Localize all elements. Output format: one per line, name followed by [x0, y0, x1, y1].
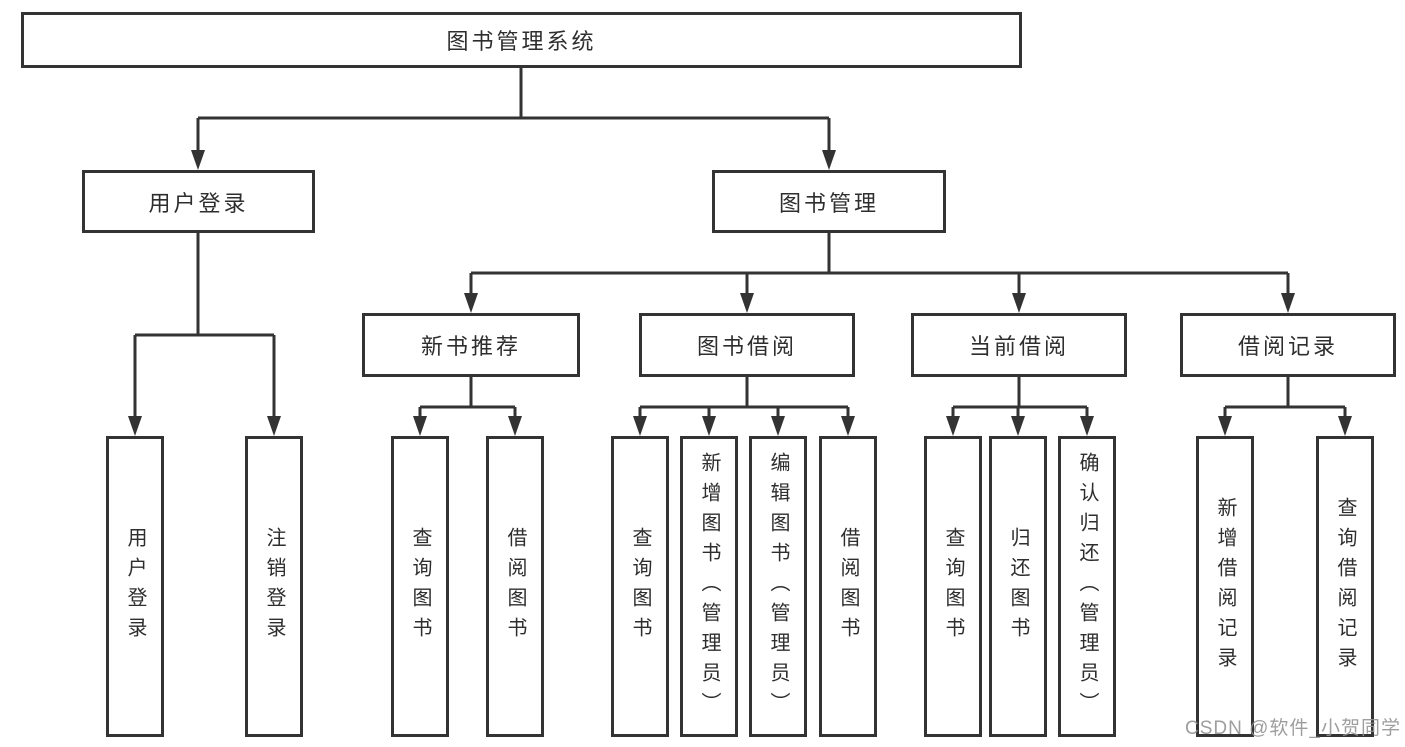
leaf-add-books-admin: 新增图书（管理员）: [680, 436, 738, 737]
leaf-borrow-books-recommend-label: 借阅图书: [504, 526, 526, 647]
leaf-edit-books-admin-label: 编辑图书（管理员）: [767, 451, 789, 722]
node-book-management-label: 图书管理: [778, 190, 879, 216]
leaf-query-borrow-record-label: 查询借阅记录: [1334, 496, 1356, 677]
leaf-query-borrow-record: 查询借阅记录: [1316, 436, 1374, 737]
node-user-login: 用户登录: [82, 170, 315, 233]
node-book-borrowing-label: 图书借阅: [696, 334, 797, 359]
leaf-user-login: 用户登录: [106, 436, 164, 737]
arrowheads: [128, 150, 1352, 436]
leaf-borrow-books-recommend: 借阅图书: [486, 436, 544, 737]
node-user-login-label: 用户登录: [148, 190, 249, 216]
leaf-confirm-return-admin-label: 确认归还（管理员）: [1076, 451, 1098, 722]
leaf-add-borrow-record-label: 新增借阅记录: [1214, 496, 1236, 677]
leaf-add-books-admin-label: 新增图书（管理员）: [698, 451, 720, 722]
leaf-query-books-current-label: 查询图书: [942, 526, 964, 647]
leaf-query-books-recommend: 查询图书: [391, 436, 449, 737]
node-root-library-system: 图书管理系统: [21, 12, 1022, 68]
leaf-query-books-current: 查询图书: [924, 436, 982, 737]
leaf-edit-books-admin: 编辑图书（管理员）: [749, 436, 807, 737]
leaf-return-books-label: 归还图书: [1007, 526, 1029, 647]
leaf-query-books-borrowing: 查询图书: [611, 436, 669, 737]
node-current-borrowing: 当前借阅: [911, 313, 1127, 377]
node-new-book-recommend: 新书推荐: [362, 313, 580, 377]
leaf-query-books-borrowing-label: 查询图书: [629, 526, 651, 647]
leaf-logout-label: 注销登录: [263, 526, 285, 647]
leaf-return-books: 归还图书: [989, 436, 1047, 737]
leaf-query-books-recommend-label: 查询图书: [409, 526, 431, 647]
node-borrowing-records-label: 借阅记录: [1237, 334, 1338, 359]
leaf-borrow-books: 借阅图书: [819, 436, 877, 737]
node-root-label: 图书管理系统: [446, 29, 597, 54]
node-current-borrowing-label: 当前借阅: [968, 334, 1069, 359]
node-book-borrowing: 图书借阅: [639, 313, 855, 377]
leaf-borrow-books-label: 借阅图书: [837, 526, 859, 647]
leaf-user-login-label: 用户登录: [124, 526, 146, 647]
node-book-management: 图书管理: [712, 170, 946, 233]
leaf-add-borrow-record: 新增借阅记录: [1196, 436, 1254, 737]
node-borrowing-records: 借阅记录: [1180, 313, 1396, 377]
leaf-logout: 注销登录: [245, 436, 303, 737]
csdn-watermark: CSDN @软件_小贺同学: [1185, 718, 1401, 739]
leaf-confirm-return-admin: 确认归还（管理员）: [1058, 436, 1116, 737]
node-new-book-recommend-label: 新书推荐: [420, 334, 521, 359]
